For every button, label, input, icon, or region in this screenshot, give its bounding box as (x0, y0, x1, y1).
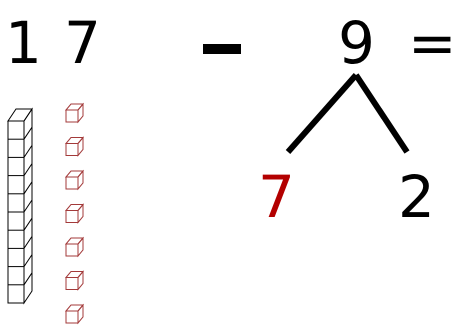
unit-cube (64, 102, 85, 124)
minus-sign (203, 44, 241, 54)
split-line-left (285, 73, 359, 154)
unit-cube (64, 203, 85, 224)
split-line-right (353, 73, 410, 154)
minuend-tens-digit: 1 (5, 9, 42, 77)
unit-cube (64, 270, 85, 291)
split-part-2: 2 (398, 163, 435, 231)
ten-rod (7, 107, 33, 305)
subtrahend-number: 9 (338, 9, 375, 77)
unit-cubes (64, 102, 85, 325)
equals-sign: = (408, 9, 457, 77)
split-part-1: 7 (258, 163, 295, 231)
unit-cube (64, 236, 85, 258)
minuend-ones-digit: 7 (64, 9, 101, 77)
unit-cube (64, 303, 85, 325)
unit-cube (64, 169, 85, 191)
unit-cube (64, 136, 85, 157)
